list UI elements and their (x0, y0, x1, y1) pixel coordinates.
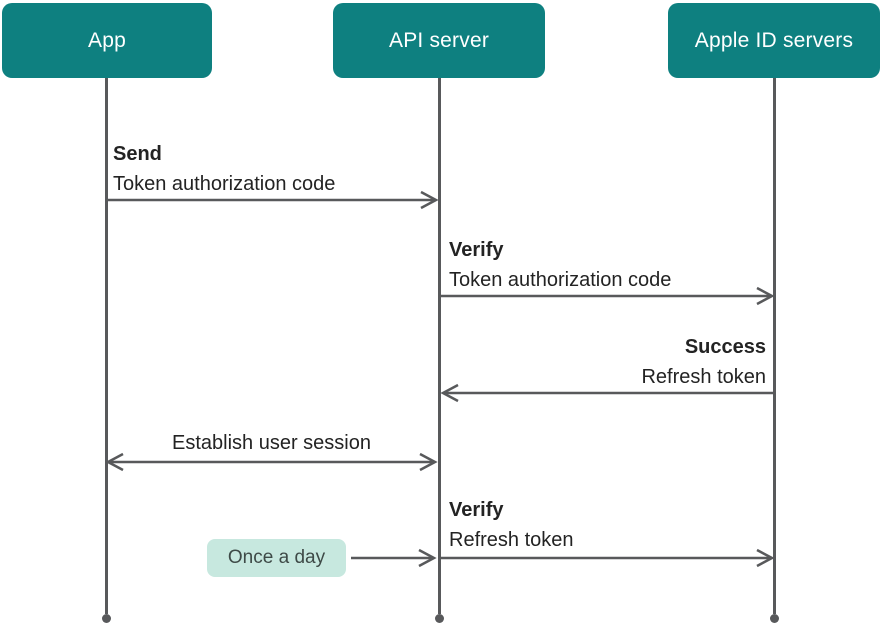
message-verify-token-auth-code: Verify Token authorization code (449, 235, 671, 295)
message-subtitle: Refresh token (449, 529, 574, 551)
message-title: Verify (449, 499, 504, 521)
message-title: Success (684, 336, 766, 358)
arrow-api-server-to-apple-id (440, 286, 775, 306)
message-send-token-auth-code: Send Token authorization code (113, 139, 335, 199)
actor-box-apple-id-servers: Apple ID servers (668, 3, 880, 78)
actor-label-app: App (88, 28, 126, 52)
actor-label-apple-id-servers: Apple ID servers (694, 28, 854, 52)
message-establish-user-session: Establish user session (106, 428, 437, 458)
note-once-a-day: Once a day (207, 539, 346, 577)
actor-label-api-server: API server (388, 28, 490, 52)
actor-box-app: App (2, 3, 212, 78)
lifeline-endpoint-api-server (435, 614, 444, 623)
arrow-note-to-api-server (351, 548, 437, 568)
message-title: Verify (449, 239, 504, 261)
actor-box-api-server: API server (333, 3, 545, 78)
message-subtitle: Token authorization code (113, 173, 336, 195)
message-subtitle: Token authorization code (449, 269, 672, 291)
note-label: Once a day (227, 547, 326, 568)
arrow-apple-id-to-api-server (440, 383, 775, 403)
lifeline-endpoint-apple-id-servers (770, 614, 779, 623)
lifeline-apple-id-servers (773, 78, 776, 614)
arrow-app-api-server-bidirectional (105, 452, 438, 472)
message-title: Send (113, 143, 162, 165)
arrow-app-to-api-server (106, 190, 439, 210)
message-subtitle: Refresh token (641, 366, 766, 388)
arrow-api-server-to-apple-id-refresh (440, 548, 775, 568)
lifeline-endpoint-app (102, 614, 111, 623)
message-label: Establish user session (172, 432, 371, 454)
message-verify-refresh-token: Verify Refresh token (449, 495, 574, 555)
lifeline-app (105, 78, 108, 614)
message-success-refresh-token: Success Refresh token (440, 332, 766, 392)
lifeline-api-server (438, 78, 441, 614)
